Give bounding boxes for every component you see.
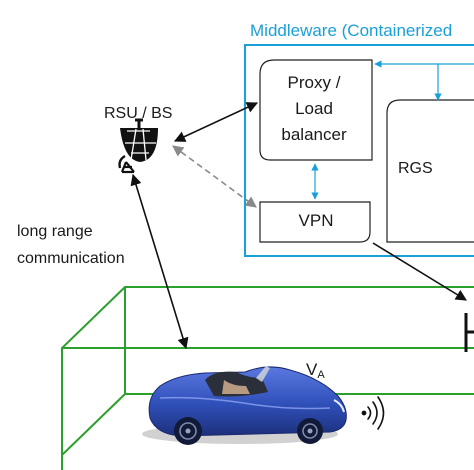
vehicle-label-main: V [306, 360, 318, 379]
vpn-label: VPN [298, 211, 334, 230]
vehicle-car [142, 366, 347, 445]
vehicle-label: VA [306, 359, 325, 386]
rsu-vpn-link [172, 145, 257, 208]
wireless-signal-icon [361, 396, 385, 430]
vpn-box [259, 201, 371, 243]
proxy-rgs-link [374, 60, 442, 101]
communication-line2: communication [17, 250, 125, 267]
rsu-label: RSU / BS [104, 105, 173, 122]
communication-label: long range communication [17, 218, 125, 272]
rsu-vehicle-link [130, 173, 189, 350]
vehicle-label-subscript: A [317, 369, 325, 381]
satellite-dish-icon [118, 118, 158, 174]
proxy-label-line2: Load [295, 99, 333, 118]
proxy-label-line3: balancer [281, 125, 347, 144]
middleware-title: Middleware (Containerized [250, 21, 453, 40]
vpn-device-link [372, 242, 467, 301]
proxy-box [259, 59, 373, 161]
communication-line1: long range [17, 223, 93, 240]
rsu-proxy-link [173, 102, 259, 142]
device-icon [464, 313, 474, 352]
proxy-label: Proxy / Load balancer [262, 70, 366, 148]
rgs-label: RGS [398, 160, 433, 177]
proxy-label-line1: Proxy / [287, 73, 341, 92]
